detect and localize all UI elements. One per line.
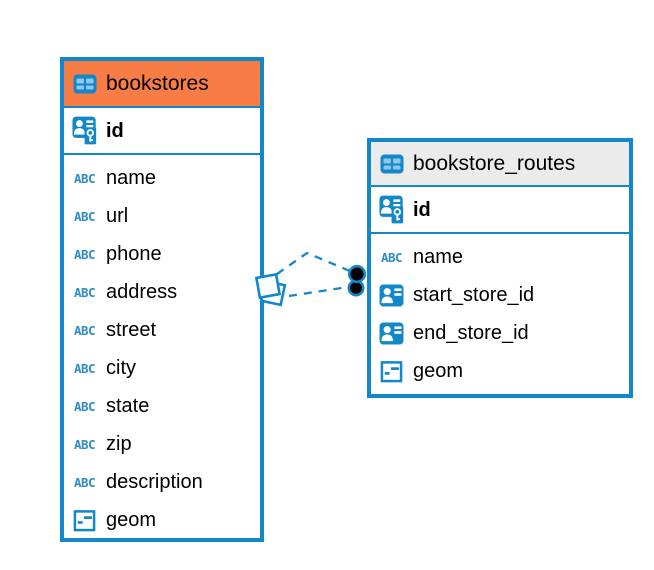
column-row[interactable]: ABC state [64, 387, 260, 425]
column-name: url [106, 205, 129, 227]
column-name: state [106, 395, 150, 417]
table-name: bookstore_routes [413, 152, 576, 175]
table-header-bookstore-routes[interactable]: bookstore_routes [371, 142, 629, 187]
column-name: city [106, 357, 136, 379]
column-row[interactable]: ABC url [64, 197, 260, 235]
text-type-icon: ABC [73, 322, 96, 338]
column-name: start_store_id [413, 284, 535, 306]
column-name: id [413, 198, 431, 221]
column-name: street [106, 319, 157, 341]
column-row[interactable]: ABC description [64, 463, 260, 501]
column-row[interactable]: ABC phone [64, 235, 260, 273]
text-type-icon: ABC [73, 170, 96, 186]
column-row[interactable]: ABC name [64, 159, 260, 197]
entity-table-bookstores[interactable]: bookstores id ABC name ABC url ABC phone… [60, 57, 264, 542]
relationship-connector[interactable] [254, 251, 367, 307]
column-row[interactable]: geom [371, 352, 629, 390]
geometry-type-icon [71, 509, 98, 532]
column-row[interactable]: ABC city [64, 349, 260, 387]
column-name: description [106, 471, 203, 493]
text-type-icon: ABC [73, 284, 96, 300]
table-icon [71, 74, 98, 94]
column-row[interactable]: geom [64, 501, 260, 539]
column-list: ABC name start_store_id end_store_id ge [371, 234, 629, 392]
text-type-icon: ABC [73, 360, 96, 376]
table-header-bookstores[interactable]: bookstores [64, 61, 260, 108]
table-name: bookstores [106, 72, 209, 95]
column-row[interactable]: ABC name [371, 238, 629, 276]
column-name: address [106, 281, 178, 303]
column-row[interactable]: end_store_id [371, 314, 629, 352]
geometry-type-icon [378, 360, 405, 383]
target-marker-dots-icon [347, 264, 367, 297]
table-icon [378, 154, 405, 174]
column-row-id[interactable]: id [371, 187, 629, 234]
column-name: name [413, 246, 464, 268]
relationship-line-upper [276, 251, 351, 275]
column-name: zip [106, 433, 132, 455]
reference-type-icon [378, 322, 405, 345]
primary-key-icon [378, 195, 405, 224]
column-row-id[interactable]: id [64, 108, 260, 155]
column-list: ABC name ABC url ABC phone ABC address A… [64, 155, 260, 541]
relationship-line-lower [288, 285, 349, 298]
column-name: geom [413, 360, 464, 382]
column-row[interactable]: ABC zip [64, 425, 260, 463]
column-name: id [106, 119, 124, 142]
column-name: end_store_id [413, 322, 529, 344]
text-type-icon: ABC [380, 249, 403, 265]
column-row[interactable]: start_store_id [371, 276, 629, 314]
text-type-icon: ABC [73, 436, 96, 452]
text-type-icon: ABC [73, 208, 96, 224]
column-name: phone [106, 243, 162, 265]
column-name: name [106, 167, 157, 189]
text-type-icon: ABC [73, 474, 96, 490]
reference-type-icon [378, 284, 405, 307]
column-row[interactable]: ABC street [64, 311, 260, 349]
entity-table-bookstore-routes[interactable]: bookstore_routes id ABC name start_store… [367, 138, 633, 398]
text-type-icon: ABC [73, 246, 96, 262]
text-type-icon: ABC [73, 398, 96, 414]
column-name: geom [106, 509, 157, 531]
primary-key-icon [71, 116, 98, 145]
column-row[interactable]: ABC address [64, 273, 260, 311]
